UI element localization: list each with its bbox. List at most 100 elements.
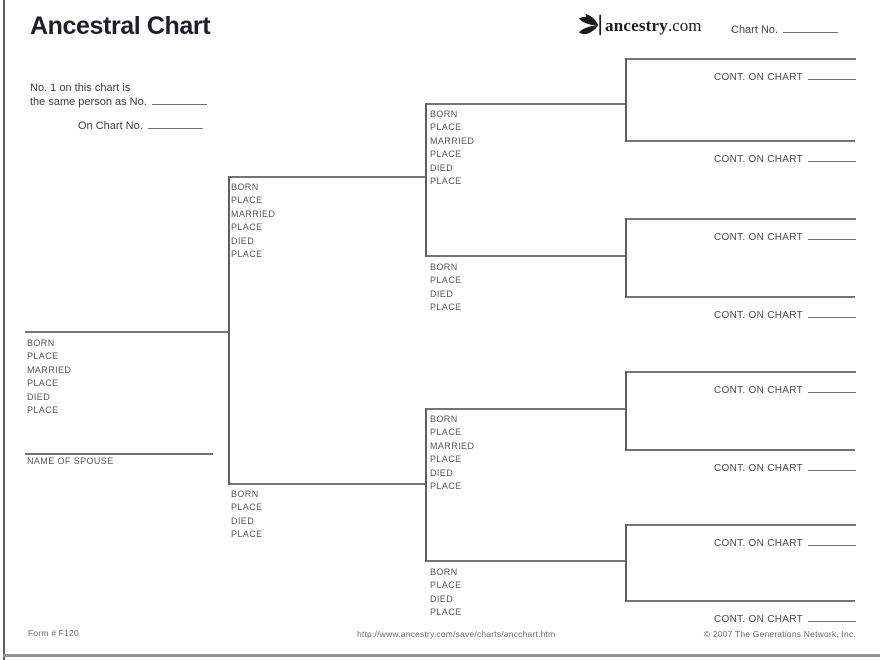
field-label: BORN	[430, 567, 458, 577]
maternal-grandparents-bracket	[425, 408, 427, 562]
field-label: PLACE	[430, 580, 462, 591]
field-label: MARRIED	[430, 135, 475, 146]
field-label: DIED	[430, 593, 454, 604]
field-label: PLACE	[430, 607, 462, 618]
field-label: BORN	[430, 109, 458, 119]
field-label: PLACE	[430, 149, 462, 160]
cont-blank	[808, 536, 856, 546]
chart-no-label: Chart No.	[731, 24, 779, 36]
field-label: PLACE	[231, 195, 263, 206]
cont-on-chart-12: CONT. ON CHART	[714, 383, 856, 396]
cont-label: CONT. ON CHART	[713, 463, 803, 474]
form-number: Form # F120	[28, 628, 79, 638]
field-label: PLACE	[430, 176, 462, 187]
cont-blank	[808, 308, 856, 318]
cont-blank	[808, 612, 856, 622]
paternal-grandparents-bracket	[425, 103, 427, 257]
person-15-line	[625, 600, 855, 602]
footer-url: http://www.ancestry.com/save/charts/ancc…	[357, 629, 556, 639]
footer-copyright: © 2007 The Generations Network, Inc.	[703, 629, 856, 639]
field-label: BORN	[430, 414, 458, 424]
cont-on-chart-13: CONT. ON CHART	[714, 461, 856, 474]
on-chart-blank	[147, 119, 203, 129]
person-1-fields: BORN PLACE MARRIED PLACE DIED PLACE	[27, 337, 71, 417]
instruction-line-1: No. 1 on this chart is	[30, 82, 131, 94]
ancestry-logo: ancestry.com	[576, 12, 702, 39]
leaf-icon	[578, 13, 602, 36]
cont-label: CONT. ON CHART	[713, 310, 803, 321]
person-11-line	[625, 296, 855, 298]
field-label: PLACE	[27, 405, 59, 416]
cont-blank	[808, 230, 856, 240]
cont-on-chart-9: CONT. ON CHART	[714, 152, 856, 165]
cont-on-chart-14: CONT. ON CHART	[714, 536, 856, 549]
person-2-line	[228, 176, 425, 178]
field-label: PLACE	[430, 427, 462, 438]
field-label: DIED	[27, 391, 51, 402]
field-label: MARRIED	[430, 440, 475, 451]
field-label: MARRIED	[27, 364, 72, 375]
cont-label: CONT. ON CHART	[713, 72, 803, 83]
person-10-line	[625, 218, 856, 220]
person-13-line	[625, 449, 855, 451]
cont-blank	[808, 461, 856, 471]
field-label: PLACE	[430, 122, 462, 133]
page-left-border	[3, 0, 5, 660]
field-label: PLACE	[231, 529, 263, 540]
person-3-line	[228, 483, 425, 485]
field-label: PLACE	[231, 502, 263, 513]
cont-blank	[808, 152, 856, 162]
person-4-line	[426, 103, 625, 105]
person-8-line	[625, 58, 856, 60]
on-chart-label: On Chart No.	[78, 120, 143, 132]
instruction-line-2: the same person as No.	[30, 95, 207, 109]
instructions: No. 1 on this chart is the same person a…	[30, 81, 207, 109]
field-label: PLACE	[231, 249, 263, 260]
on-chart-field: On Chart No.	[78, 119, 203, 132]
cont-on-chart-8: CONT. ON CHART	[714, 70, 856, 83]
parents-bracket	[228, 176, 230, 485]
person-14-line	[625, 524, 856, 526]
greatgrand-bracket-1	[625, 58, 627, 142]
page-title: Ancestral Chart	[30, 12, 211, 40]
cont-label: CONT. ON CHART	[713, 385, 803, 396]
person-7-line	[426, 560, 625, 562]
greatgrand-bracket-2	[625, 218, 627, 298]
person-9-line	[625, 140, 855, 142]
greatgrand-bracket-3	[625, 371, 627, 451]
greatgrand-bracket-4	[625, 524, 627, 602]
person-6-fields: BORN PLACE MARRIED PLACE DIED PLACE	[430, 413, 474, 493]
field-label: PLACE	[430, 454, 462, 465]
cont-label: CONT. ON CHART	[713, 232, 803, 243]
person-5-line	[426, 255, 625, 257]
field-label: PLACE	[430, 481, 462, 492]
field-label: DIED	[430, 467, 454, 478]
chart-no-blank	[783, 23, 839, 33]
logo-tld: .com	[667, 15, 702, 35]
field-label: BORN	[27, 338, 55, 348]
person-12-line	[625, 371, 856, 373]
field-label: PLACE	[27, 378, 59, 389]
cont-on-chart-15: CONT. ON CHART	[714, 612, 856, 625]
cont-blank	[808, 383, 856, 393]
same-person-blank	[151, 95, 207, 105]
field-label: PLACE	[430, 275, 462, 286]
cont-label: CONT. ON CHART	[713, 538, 803, 549]
field-label: PLACE	[27, 351, 59, 362]
cont-label: CONT. ON CHART	[713, 614, 803, 625]
logo-word: ancestry	[605, 15, 668, 35]
cont-on-chart-10: CONT. ON CHART	[714, 230, 856, 243]
spouse-line	[25, 453, 213, 455]
page-bottom-border	[3, 654, 880, 657]
cont-on-chart-11: CONT. ON CHART	[714, 308, 856, 321]
field-label: DIED	[430, 162, 454, 173]
field-label: PLACE	[231, 222, 263, 233]
person-7-fields: BORN PLACE DIED PLACE	[430, 566, 462, 620]
chart-no-field: Chart No.	[731, 23, 839, 36]
cont-label: CONT. ON CHART	[713, 154, 803, 165]
person-4-fields: BORN PLACE MARRIED PLACE DIED PLACE	[430, 108, 474, 188]
